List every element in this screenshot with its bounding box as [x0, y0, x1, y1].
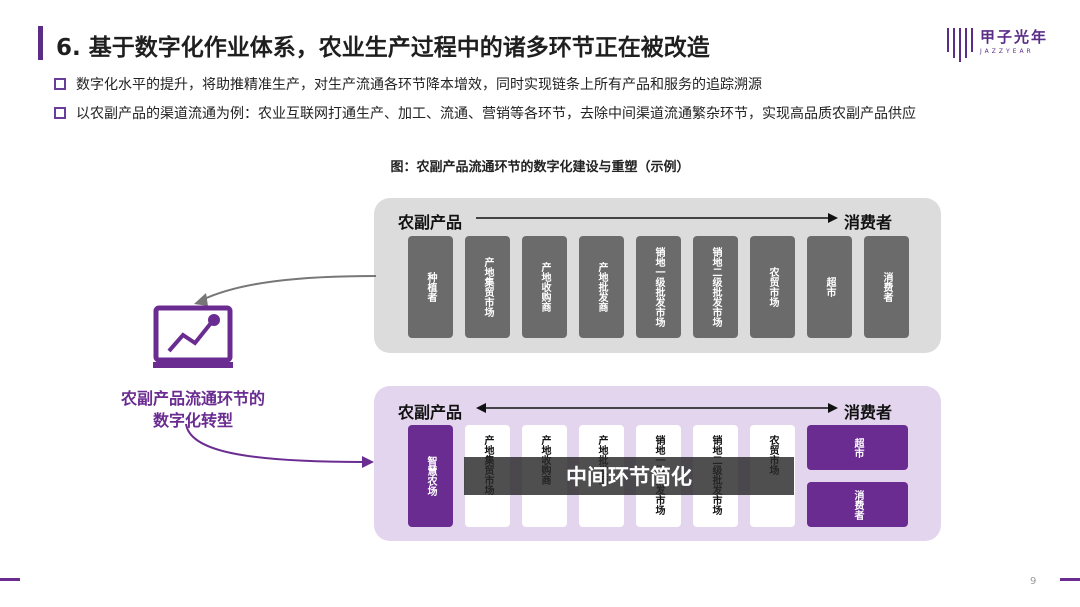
page-number: 9 — [1030, 576, 1037, 587]
transform-connector-arrows — [185, 275, 377, 468]
footer-accent-left — [0, 578, 20, 581]
logo-text-en: JAZZYEAR — [980, 48, 1034, 55]
monitor-chart-icon — [153, 305, 233, 368]
bottom-left-label: 农副产品 — [398, 403, 463, 422]
footer-accent-right — [1060, 578, 1080, 581]
bottom-end-step-card: 消费者 — [807, 482, 908, 527]
top-step-card: 产地批发商 — [579, 236, 624, 338]
title-accent-bar — [38, 26, 43, 60]
top-step-card: 销地一级批发市场 — [636, 236, 681, 338]
bottom-right-label: 消费者 — [844, 403, 893, 422]
figure-title: 图：农副产品流通环节的数字化建设与重塑（示例） — [390, 160, 690, 175]
top-one-way-arrow — [476, 213, 838, 223]
top-left-label: 农副产品 — [398, 213, 463, 232]
bullet-square-icon — [54, 107, 66, 119]
top-step-card: 种植者 — [408, 236, 453, 338]
smart-farm-card: 智慧农场 — [408, 425, 453, 527]
top-right-label: 消费者 — [844, 213, 893, 232]
transform-label: 农副产品流通环节的 数字化转型 — [120, 389, 265, 430]
top-step-card: 消费者 — [864, 236, 909, 338]
top-step-card: 销地二级批发市场 — [693, 236, 738, 338]
bottom-two-way-arrow — [476, 403, 838, 413]
bullet-1-text: 数字化水平的提升，将助推精准生产，对生产流通各环节降本增效，同时实现链条上所有产… — [76, 77, 762, 93]
page-title: 6. 基于数字化作业体系，农业生产过程中的诸多环节正在被改造 — [56, 35, 710, 61]
bottom-end-step-card: 超市 — [807, 425, 908, 470]
top-steps: 种植者 产地集贸市场 产地收购商 产地批发商 销地一级批发市场 销地二级批发市场… — [408, 236, 909, 338]
top-step-card: 超市 — [807, 236, 852, 338]
simplification-banner: 中间环节简化 — [464, 457, 794, 495]
jazzyear-logo-icon — [947, 28, 973, 62]
bullet-1: 数字化水平的提升，将助推精准生产，对生产流通各环节降本增效，同时实现链条上所有产… — [54, 74, 762, 94]
bullet-2: 以农副产品的渠道流通为例：农业互联网打通生产、加工、流通、营销等各环节，去除中间… — [54, 103, 916, 123]
bullet-square-icon — [54, 78, 66, 90]
top-step-card: 产地收购商 — [522, 236, 567, 338]
top-step-card: 农贸市场 — [750, 236, 795, 338]
logo-text-cn: 甲子光年 — [980, 28, 1049, 46]
bullet-2-text: 以农副产品的渠道流通为例：农业互联网打通生产、加工、流通、营销等各环节，去除中间… — [76, 106, 916, 122]
top-step-card: 产地集贸市场 — [465, 236, 510, 338]
